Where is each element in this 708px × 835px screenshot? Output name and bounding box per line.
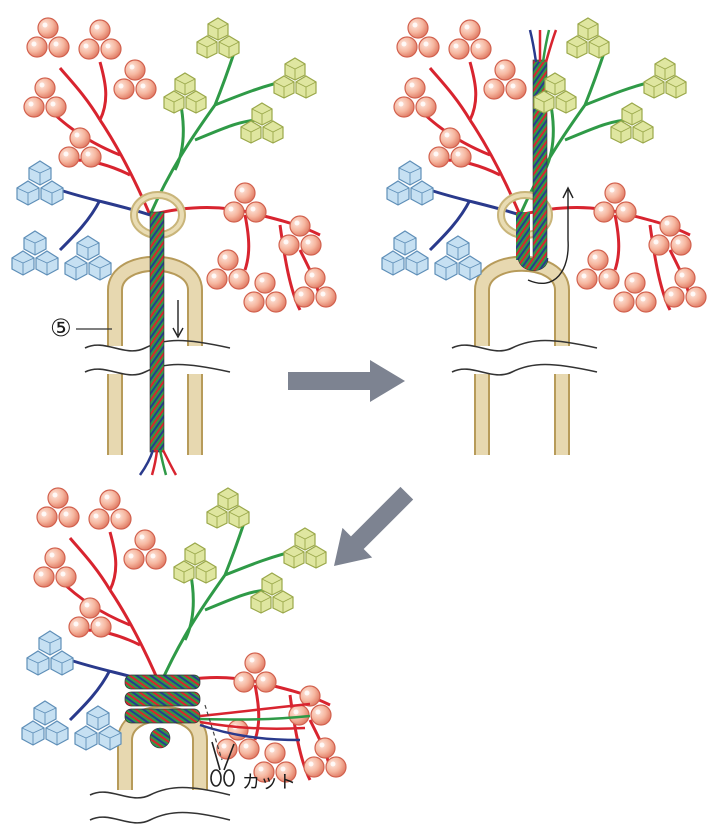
arrow-right-icon (288, 360, 405, 402)
wrapped-coils (125, 675, 200, 723)
panel-step-3: カット (22, 488, 346, 830)
cord-number-label: ⑤ (50, 314, 72, 342)
panel-step-2 (382, 18, 706, 455)
break-marks (90, 788, 230, 831)
twisted-strand (150, 212, 164, 452)
break-marks (452, 341, 597, 375)
down-arrow-icon (173, 300, 183, 337)
arrow-diagonal-icon (319, 478, 422, 581)
panel-step-1: ⑤ (12, 18, 336, 475)
cut-label: カット (242, 772, 296, 793)
